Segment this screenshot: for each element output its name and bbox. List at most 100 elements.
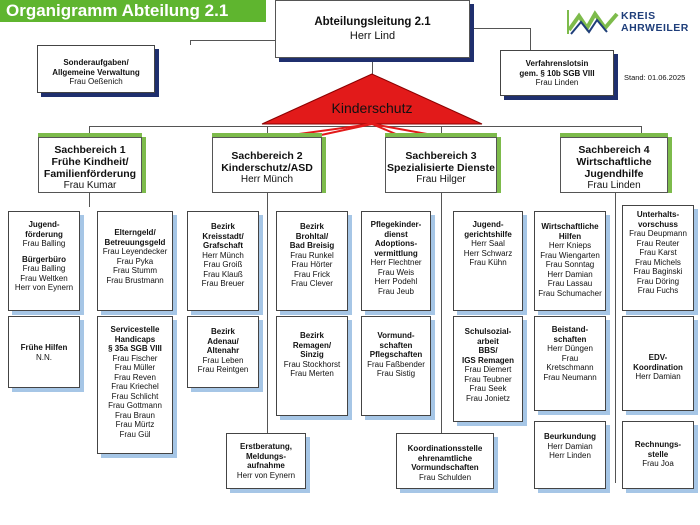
sachbereich-3-box: Sachbereich 3 Spezialisierte Dienste Fra… [385,137,497,193]
unit-person: Frau Sistig [376,369,416,378]
sachbereich-1-line3: Familienförderung [43,168,137,180]
sachbereich-1-line1: Sachbereich 1 [54,144,126,156]
unit-person: Herr Schwarz [463,248,513,258]
unit-person: Herr Münch [202,250,244,260]
procedure-pilot-person: Frau Linden [535,78,579,87]
unit-person: Herr Damian [635,372,681,381]
sachbereich-1-box: Sachbereich 1 Frühe Kindheit/ Familienfö… [38,137,142,193]
unit-title: Vormund- [377,331,415,340]
connector-line [89,193,90,207]
special-tasks-box: Sonderaufgaben/ Allgemeine Verwaltung Fr… [37,45,155,93]
procedure-pilot-title-2: gem. § 10b SGB VIII [519,68,595,78]
logo-line-2: AHRWEILER [621,22,689,34]
unit-person: Frau Karst [639,248,677,257]
connector-line [267,193,268,433]
sachbereich-2-person: Herr Münch [240,174,294,185]
unit-person: Frau Balling [22,239,66,248]
unit-person: Frau Leyendecker [102,247,168,256]
sachbereich-2-line1: Sachbereich 2 [231,150,303,162]
connector-line [615,193,616,483]
unit-bezirk-kreisstadt: Bezirk Kreisstadt/ Grafschaft Herr Münch… [187,211,259,311]
unit-bezirk-brohltal: Bezirk Brohltal/ Bad Breisig Frau Runkel… [276,211,348,311]
unit-person: Herr Damian [547,441,593,451]
unit-title: Bad Breisig [289,241,335,250]
unit-person: Frau Müller [114,363,156,372]
unit-title: Unterhalts- [636,210,680,219]
unit-title: Sinzig [300,350,324,359]
sachbereich-4-line3: Jugendhilfe [584,168,644,180]
sachbereich-4-line2: Wirtschaftliche [576,156,652,168]
unit-title: Bürgerbüro [22,254,66,264]
unit-person: Frau Teubner [464,374,512,384]
connector-line [372,58,373,78]
date-label: Stand: 01.06.2025 [624,73,686,82]
unit-person: Frau Reuter [636,238,680,248]
special-tasks-title-1: Sonderaufgaben/ [63,58,129,67]
sachbereich-3-line1: Sachbereich 3 [405,150,477,162]
special-tasks-title-2: Allgemeine Verwaltung [52,67,140,77]
connector-line [190,40,275,41]
unit-jugendfoerderung: Jugend- förderung Frau Balling Bürgerbür… [8,211,80,311]
unit-person: Frau Wiengarten [540,250,600,260]
unit-person: Frau Deupmann [629,229,687,238]
unit-person: Frau Weis [377,267,415,277]
unit-person: Frau Gül [119,429,151,439]
procedure-pilot-box: Verfahrenslotsin gem. § 10b SGB VIII Fra… [500,50,614,96]
unit-person: Frau Döring [636,276,680,286]
unit-title: Bezirk [299,222,324,231]
unit-person: Frau Diemert [464,365,512,374]
unit-person: Herr Damian [547,269,593,279]
unit-title: Koordinationsstelle [407,444,483,453]
unit-title: IGS Remagen [461,355,514,365]
unit-title: gerichtshilfe [464,229,512,239]
unit-person: Frau Sonntag [545,260,595,269]
unit-person: Frau Schumacher [538,288,602,298]
unit-title: EDV- [648,353,668,362]
unit-title: stelle [647,449,669,459]
unit-person: Frau Seek [469,384,507,393]
unit-person: Frau Pyka [116,256,154,266]
unit-title: schaften [553,334,587,344]
unit-title: Beurkundung [544,432,596,441]
unit-person: Herr Saal [471,239,505,248]
unit-title: Beistand- [551,325,589,334]
unit-title: Hilfen [558,231,582,241]
unit-person: N.N. [36,352,52,362]
unit-title: förderung [25,229,63,239]
department-head-box: Abteilungsleitung 2.1 Herr Lind [275,0,470,58]
logo-text: KREIS AHRWEILER [621,10,689,34]
unit-title: Frühe Hilfen [20,343,68,352]
unit-person: Frau Michels [635,257,681,267]
unit-title: Vormundschaften [411,463,479,472]
connector-line [441,193,442,433]
unit-title: Handicaps [114,334,156,344]
unit-person: Frau Baginski [633,267,683,276]
unit-title: ehrenamtliche [417,453,473,463]
unit-title: Jugend- [28,220,60,229]
unit-person: Herr Podehl [374,277,418,286]
unit-person: Frau Gottmann [108,401,162,410]
sachbereich-3-line2: Spezialisierte Dienste [387,162,495,174]
unit-title: Betreuungsgeld [104,237,166,247]
unit-person: Kretschmann [546,363,594,372]
unit-person: Frau Reven [114,372,156,382]
unit-person: Frau Merten [290,369,334,378]
unit-person: Frau Mürtz [115,420,155,429]
unit-title: Altenahr [206,346,240,355]
unit-title: Elterngeld/ [114,228,156,237]
unit-title: Grafschaft [202,241,243,250]
unit-person: Frau Schulden [418,472,472,482]
unit-title: Adenau/ [207,336,239,346]
sachbereich-2-line2: Kinderschutz/ASD [221,162,313,174]
unit-servicestelle: Servicestelle Handicaps § 35a SGB VIII F… [97,316,173,454]
connector-line [190,40,191,45]
unit-person: Frau Brustmann [106,275,164,285]
unit-person: Frau Jonietz [465,393,511,403]
connector-line [89,126,642,127]
unit-rechnungsstelle: Rechnungs- stelle Frau Joa [622,421,694,489]
procedure-pilot-title-1: Verfahrenslotsin [525,59,589,68]
unit-person: Frau Kühn [469,258,507,267]
unit-title: vermittlung [374,248,418,258]
unit-beistandschaften: Beistand- schaften Herr Düngen Frau Kret… [534,316,606,411]
unit-person: Herr Linden [549,451,591,460]
